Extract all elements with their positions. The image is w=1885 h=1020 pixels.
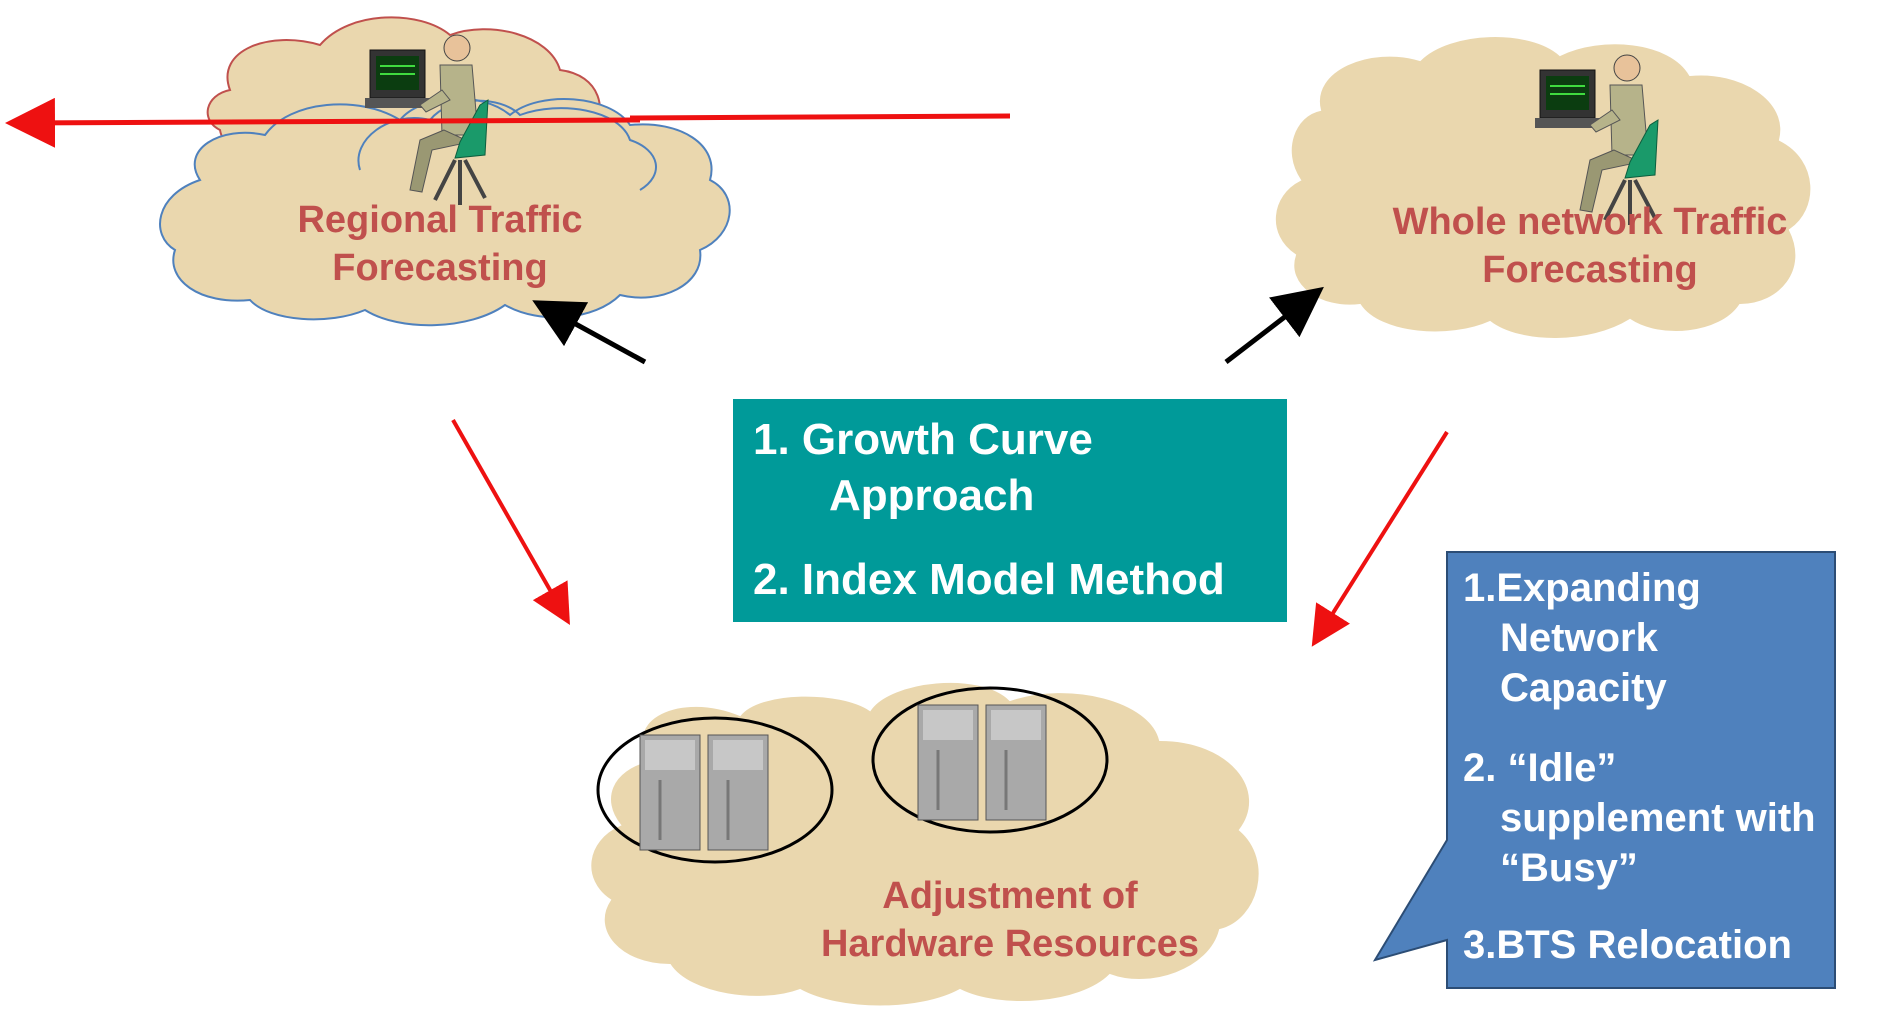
server-icon <box>639 734 701 851</box>
red-arrow-top-line <box>629 113 1011 121</box>
red-arrow-left <box>5 97 641 148</box>
server-icon <box>917 704 979 821</box>
callout-item-2-line2: supplement with <box>1500 796 1816 840</box>
whole-cloud-label: Whole network Traffic Forecasting <box>1360 198 1820 294</box>
method-1-line2: Approach <box>829 471 1035 520</box>
black-arrow-to-regional <box>532 300 647 365</box>
server-group-left <box>596 716 834 864</box>
whole-label-line2: Forecasting <box>1482 249 1698 291</box>
methods-box: 1. Growth Curve Approach 2. Index Model … <box>733 399 1287 622</box>
callout-item-2-line3: “Busy” <box>1500 846 1638 890</box>
regional-label-line2: Forecasting <box>332 247 548 289</box>
hardware-label-line2: Hardware Resources <box>820 923 1200 965</box>
callout-item-1-line3: Capacity <box>1500 666 1667 710</box>
red-arrow-regional-to-hardware <box>451 419 570 625</box>
method-1-line1: 1. Growth Curve <box>753 415 1093 464</box>
hardware-cloud-label: Adjustment of Hardware Resources <box>780 872 1240 968</box>
callout-item-2-line1: 2. “Idle” <box>1463 746 1617 790</box>
server-icon <box>707 734 769 851</box>
server-icon <box>985 704 1047 821</box>
callout-box <box>1372 551 1836 989</box>
whole-label-line1: Whole network Traffic <box>1392 201 1788 243</box>
red-arrow-whole-to-hardware <box>1311 430 1449 647</box>
callout-item-1-line1: 1.Expanding <box>1463 566 1701 610</box>
method-2: 2. Index Model Method <box>753 555 1225 604</box>
regional-label-line1: Regional Traffic <box>297 199 583 241</box>
black-arrow-to-whole <box>1224 286 1324 364</box>
server-group-right <box>871 686 1109 834</box>
regional-cloud-label: Regional Traffic Forecasting <box>250 196 630 292</box>
whole-network-cloud <box>1273 35 1813 340</box>
callout-item-3: 3.BTS Relocation <box>1463 923 1792 967</box>
hardware-label-line1: Adjustment of <box>882 875 1138 917</box>
operator-at-computer-icon <box>1535 54 1659 225</box>
callout-item-1-line2: Network <box>1500 616 1658 660</box>
operator-at-computer-icon <box>365 34 489 205</box>
